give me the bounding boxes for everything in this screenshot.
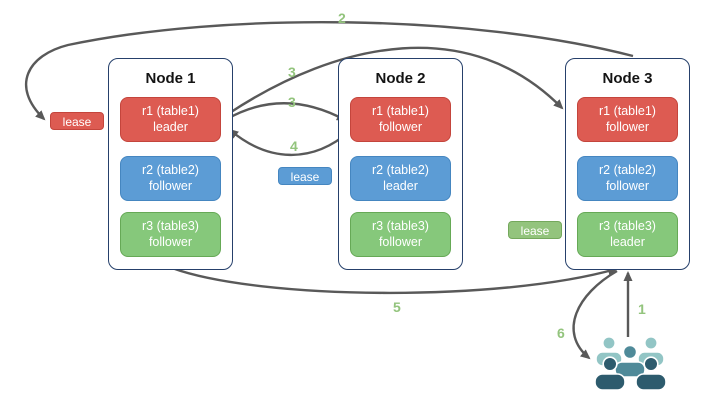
replica-role: leader bbox=[153, 119, 188, 134]
arrow-step-5-node1-to-node3 bbox=[171, 266, 618, 295]
node-3-title: Node 3 bbox=[602, 70, 653, 87]
step-label-5: 5 bbox=[393, 299, 401, 315]
step-label-6: 6 bbox=[557, 325, 565, 341]
lease-badge-r1: lease bbox=[50, 112, 104, 130]
step-label-3b: 3 bbox=[288, 94, 296, 110]
node-2-replica-r1: r1 (table1) follower bbox=[350, 97, 451, 142]
replica-role: follower bbox=[148, 234, 193, 249]
node-2: Node 2 r1 (table1) follower r2 (table2) … bbox=[338, 58, 463, 270]
people-group-icon bbox=[594, 335, 667, 391]
node-2-replica-r3: r3 (table3) follower bbox=[350, 212, 451, 257]
replica-name: r3 (table3) bbox=[142, 218, 199, 233]
replica-name: r3 (table3) bbox=[599, 218, 656, 233]
replica-role: leader bbox=[383, 178, 418, 193]
node-2-title: Node 2 bbox=[375, 70, 426, 87]
replica-name: r1 (table1) bbox=[142, 103, 199, 118]
replica-role: follower bbox=[378, 234, 423, 249]
replica-role: follower bbox=[378, 119, 423, 134]
node-1-replica-r3: r3 (table3) follower bbox=[120, 212, 221, 257]
step-label-1: 1 bbox=[638, 301, 646, 317]
replica-name: r1 (table1) bbox=[372, 103, 429, 118]
replica-role: follower bbox=[605, 119, 650, 134]
step-label-2: 2 bbox=[338, 10, 346, 26]
step-label-4: 4 bbox=[290, 138, 298, 154]
node-3-replica-r1: r1 (table1) follower bbox=[577, 97, 678, 142]
replica-name: r3 (table3) bbox=[372, 218, 429, 233]
step-label-3a: 3 bbox=[288, 64, 296, 80]
replica-role: leader bbox=[610, 234, 645, 249]
node-1: Node 1 r1 (table1) leader r2 (table2) fo… bbox=[108, 58, 233, 270]
replica-role: follower bbox=[605, 178, 650, 193]
node-3-replica-r2: r2 (table2) follower bbox=[577, 156, 678, 201]
node-3: Node 3 r1 (table1) follower r2 (table2) … bbox=[565, 58, 690, 270]
replica-name: r2 (table2) bbox=[142, 162, 199, 177]
lease-badge-r2: lease bbox=[278, 167, 332, 185]
node-1-title: Node 1 bbox=[145, 70, 196, 87]
replica-role: follower bbox=[148, 178, 193, 193]
replica-name: r2 (table2) bbox=[372, 162, 429, 177]
node-1-replica-r1: r1 (table1) leader bbox=[120, 97, 221, 142]
node-3-replica-r3: r3 (table3) leader bbox=[577, 212, 678, 257]
node-2-replica-r2: r2 (table2) leader bbox=[350, 156, 451, 201]
replica-name: r1 (table1) bbox=[599, 103, 656, 118]
replica-name: r2 (table2) bbox=[599, 162, 656, 177]
node-1-replica-r2: r2 (table2) follower bbox=[120, 156, 221, 201]
lease-badge-r3: lease bbox=[508, 221, 562, 239]
arrow-step-3-node1-to-node2 bbox=[226, 102, 347, 122]
